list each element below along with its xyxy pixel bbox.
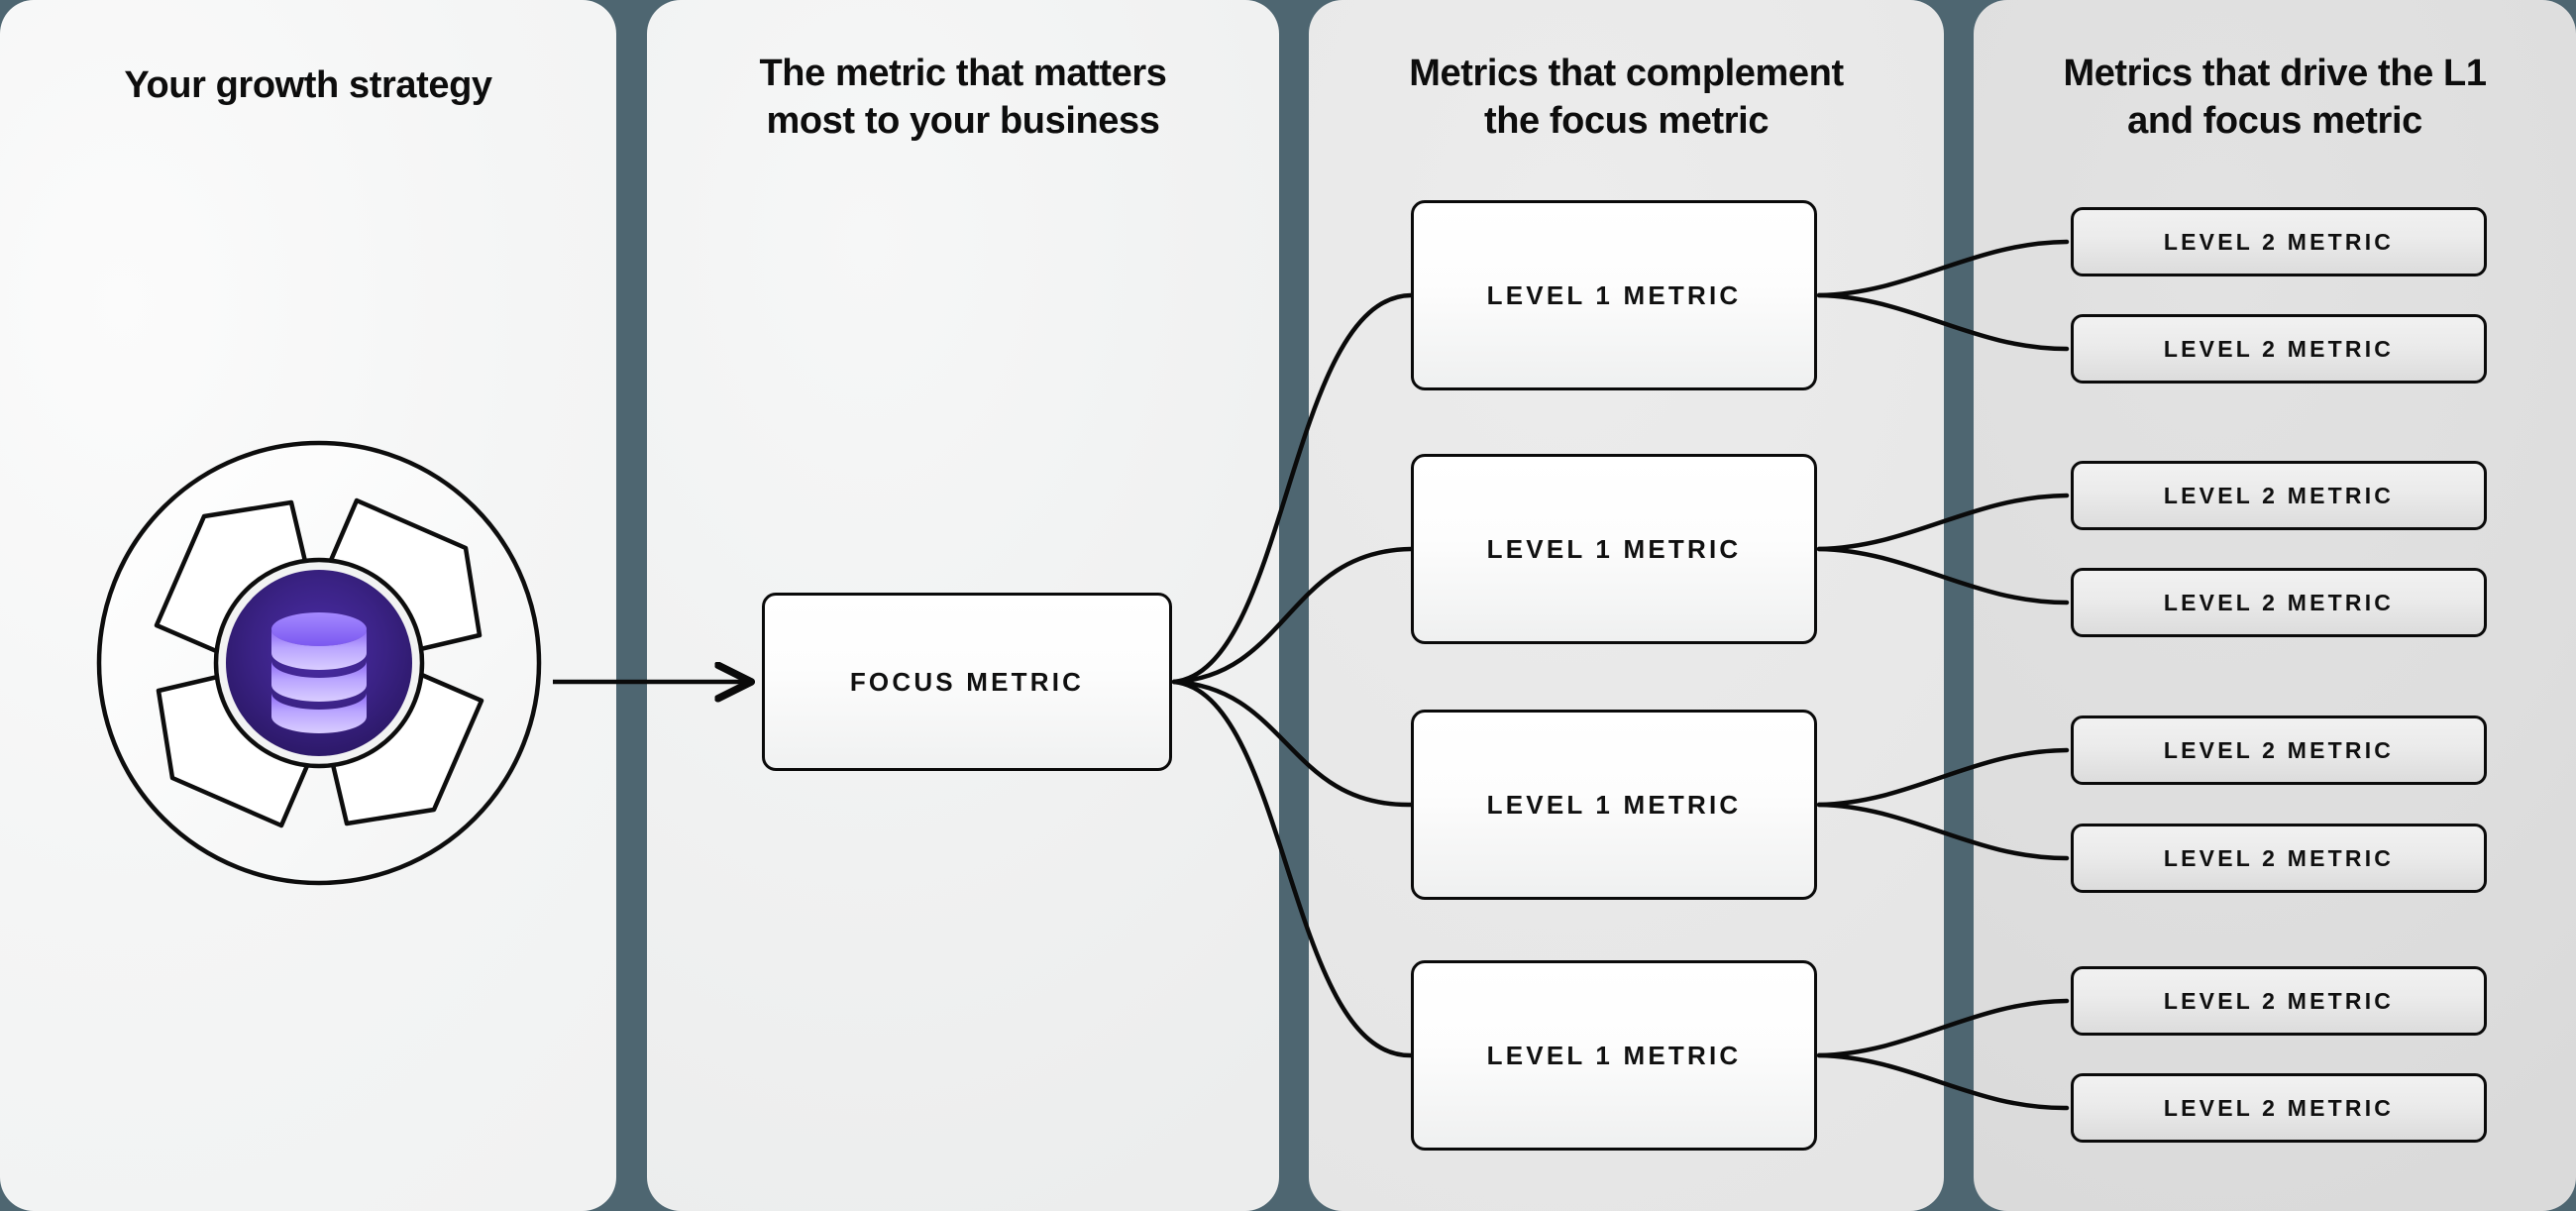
column-title-strategy: Your growth strategy	[124, 64, 492, 106]
node-level2-metric-3[interactable]: LEVEL 2 METRIC	[2071, 461, 2487, 530]
node-level1-metric-4[interactable]: LEVEL 1 METRIC	[1411, 960, 1817, 1151]
node-level2-metric-6[interactable]: LEVEL 2 METRIC	[2071, 824, 2487, 893]
node-level1-metric-2[interactable]: LEVEL 1 METRIC	[1411, 454, 1817, 644]
node-level2-metric-2[interactable]: LEVEL 2 METRIC	[2071, 314, 2487, 384]
column-title-drivers: Metrics that drive the L1 and focus metr…	[2063, 53, 2487, 142]
column-title-focus: The metric that matters most to your bus…	[759, 53, 1167, 142]
database-icon	[271, 612, 367, 733]
column-title-complement: Metrics that complement the focus metric	[1409, 53, 1844, 142]
node-level2-metric-7[interactable]: LEVEL 2 METRIC	[2071, 966, 2487, 1036]
aperture-database-logo	[96, 440, 542, 886]
node-level1-metric-1[interactable]: LEVEL 1 METRIC	[1411, 200, 1817, 390]
node-level1-metric-3[interactable]: LEVEL 1 METRIC	[1411, 710, 1817, 900]
node-level2-metric-4[interactable]: LEVEL 2 METRIC	[2071, 568, 2487, 637]
node-level2-metric-1[interactable]: LEVEL 2 METRIC	[2071, 207, 2487, 276]
node-focus-metric[interactable]: FOCUS METRIC	[762, 593, 1172, 771]
node-level2-metric-5[interactable]: LEVEL 2 METRIC	[2071, 716, 2487, 785]
node-level2-metric-8[interactable]: LEVEL 2 METRIC	[2071, 1073, 2487, 1143]
